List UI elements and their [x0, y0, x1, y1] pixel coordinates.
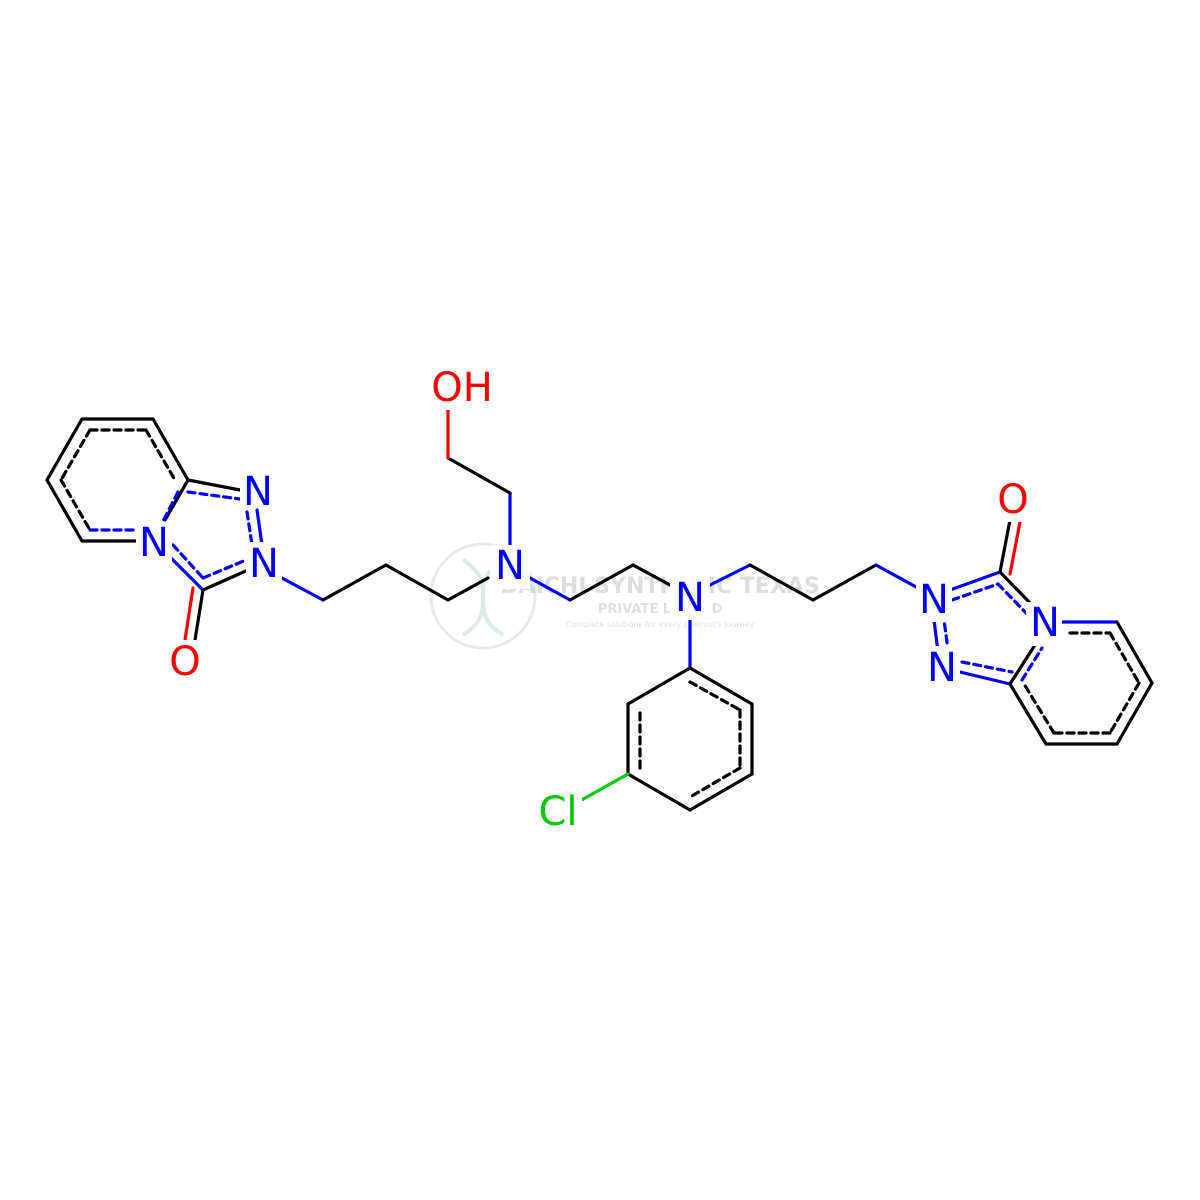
watermark-tagline: Complete solutions for every chemist's j…	[566, 620, 755, 629]
left-triazolopyridinone	[45, 417, 264, 642]
atom-oh-hydroxyl: OH	[431, 365, 493, 411]
atom-o-right-carbonyl: O	[997, 477, 1028, 523]
chlorophenyl-ring	[576, 618, 754, 812]
right-propyl-chain	[708, 563, 920, 602]
atom-n-left-bridgehead: N	[139, 520, 169, 566]
atom-n-central-tertiary: N	[495, 543, 525, 589]
ethylene-linker	[528, 563, 672, 602]
atom-n-right-triazole-bottom: N	[927, 645, 957, 691]
watermark: DAICHI SYNTHETIC TEXAS PRIVATE LIMITED C…	[429, 542, 820, 650]
left-propyl-chain	[278, 563, 490, 602]
atom-n-right-bridgehead: N	[1030, 600, 1060, 646]
atom-n-left-triazole-alkyl: N	[249, 541, 279, 587]
atom-o-left-carbonyl: O	[169, 639, 200, 685]
atom-cl-chloro: Cl	[538, 789, 577, 835]
watermark-logo	[429, 542, 537, 650]
atom-labels: N N N O OH N N N N N O Cl	[136, 365, 1062, 835]
atom-n-right-triazole-alkyl: N	[919, 577, 949, 623]
atom-n-aryl-amine: N	[675, 575, 705, 621]
hydroxyethyl-arm	[446, 408, 512, 547]
atom-n-left-triazole-top: N	[243, 469, 273, 515]
right-triazolopyridinone	[931, 518, 1154, 746]
